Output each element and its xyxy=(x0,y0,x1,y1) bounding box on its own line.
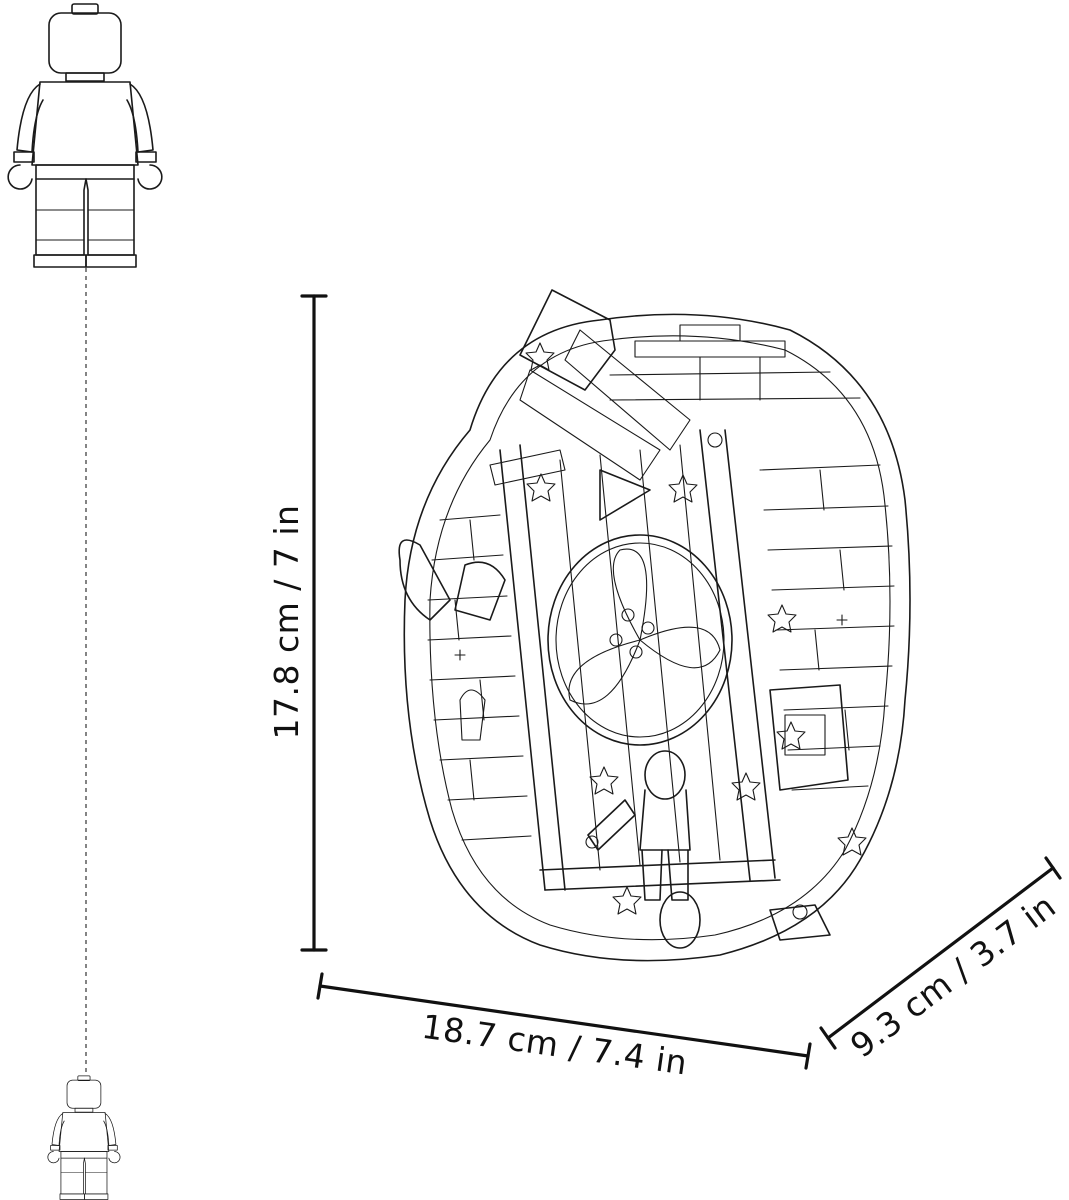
star-icon xyxy=(776,721,806,750)
star-icon xyxy=(837,827,867,856)
depth-label: 9.3 cm / 3.7 in xyxy=(843,886,1063,1065)
left-brick-courses xyxy=(427,514,532,841)
star-decorations xyxy=(525,342,867,915)
width-dimension: 18.7 cm / 7.4 in xyxy=(316,972,812,1083)
star-icon xyxy=(731,772,761,801)
large-minifigure xyxy=(7,3,163,268)
middle-panels xyxy=(559,444,721,871)
star-icon xyxy=(767,604,797,633)
star-icon xyxy=(526,473,556,502)
height-dimension: 17.8 cm / 7 in xyxy=(267,294,328,952)
fan-disc xyxy=(547,534,733,746)
depth-dimension: 9.3 cm / 3.7 in xyxy=(819,856,1063,1065)
height-label: 17.8 cm / 7 in xyxy=(267,505,306,740)
base-stand xyxy=(659,891,831,949)
plus-studs xyxy=(454,432,848,661)
right-brick-courses xyxy=(759,464,895,791)
top-brick-courses xyxy=(609,324,861,401)
star-icon xyxy=(589,766,619,795)
small-minifigure xyxy=(47,1075,121,1200)
minidoll-figure xyxy=(585,750,691,901)
star-icon xyxy=(525,342,555,371)
star-icon xyxy=(668,474,698,503)
model-drawing xyxy=(398,289,911,962)
side-box xyxy=(769,684,849,791)
top-wing xyxy=(489,289,691,521)
star-icon xyxy=(612,886,642,915)
butterfly-decor xyxy=(398,539,506,741)
